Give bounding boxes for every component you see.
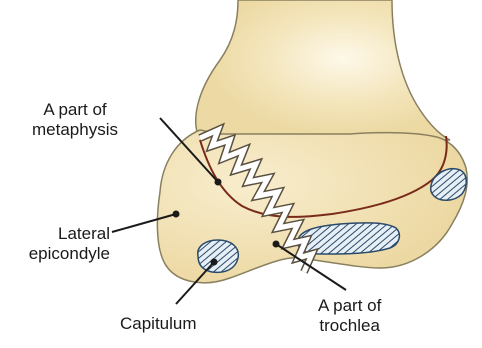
leader-dot-trochlea <box>273 241 280 248</box>
label-trochlea-line1: A part of <box>318 296 381 316</box>
label-metaphysis: A part of metaphysis <box>32 100 118 140</box>
label-lateral-epicondyle-line2: epicondyle <box>14 244 110 264</box>
label-trochlea-line2: trochlea <box>318 316 381 336</box>
label-capitulum: Capitulum <box>120 314 197 334</box>
leader-dot-lateral-epicondyle <box>173 211 180 218</box>
capitulum-articular-surface <box>198 240 239 272</box>
label-capitulum-text: Capitulum <box>120 314 197 334</box>
label-metaphysis-line2: metaphysis <box>32 120 118 140</box>
leader-dot-metaphysis <box>215 179 222 186</box>
humerus-shaft <box>196 0 450 140</box>
leader-dot-capitulum <box>211 259 218 266</box>
label-metaphysis-line1: A part of <box>32 100 118 120</box>
label-trochlea: A part of trochlea <box>318 296 381 336</box>
label-lateral-epicondyle-line1: Lateral <box>14 224 110 244</box>
label-lateral-epicondyle: Lateral epicondyle <box>14 224 110 264</box>
